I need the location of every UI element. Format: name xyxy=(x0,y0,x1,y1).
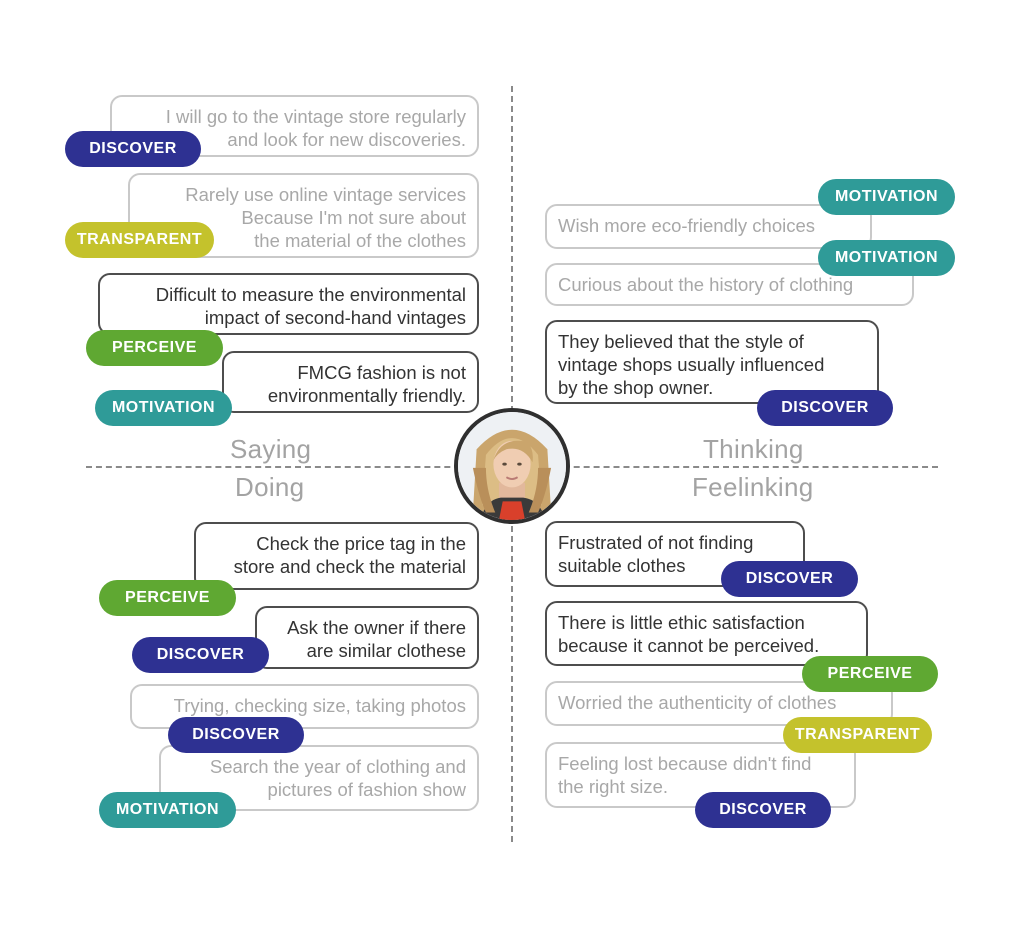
quadrant-label-doing: Doing xyxy=(235,472,305,502)
card-line: They believed that the style of xyxy=(558,331,804,352)
discover-tag: DISCOVER xyxy=(132,637,269,673)
card-line: because it cannot be perceived. xyxy=(558,635,820,656)
quadrant-label-saying: Saying xyxy=(230,434,312,464)
card-line: Check the price tag in the xyxy=(256,533,466,554)
perceive-tag: PERCEIVE xyxy=(99,580,236,616)
motivation-tag: MOTIVATION xyxy=(99,792,236,828)
discover-tag: DISCOVER xyxy=(721,561,858,597)
transparent-tag: TRANSPARENT xyxy=(783,717,932,753)
transparent-tag: TRANSPARENT xyxy=(65,222,214,258)
card-line: impact of second-hand vintages xyxy=(204,307,466,328)
card-line: Search the year of clothing and xyxy=(209,756,466,777)
card-line: the right size. xyxy=(558,776,669,797)
portrait-illustration xyxy=(458,412,566,520)
card-line: and look for new discoveries. xyxy=(227,129,466,150)
card-line: are similar clothese xyxy=(306,640,466,661)
person-avatar-icon xyxy=(454,408,570,524)
card-line: Frustrated of not finding xyxy=(558,532,754,553)
card-line: Curious about the history of clothing xyxy=(558,274,854,295)
card-line: Feeling lost because didn't find xyxy=(558,753,812,774)
card-line: the material of the clothes xyxy=(254,230,466,251)
feeling-card-2: There is little ethic satisfaction becau… xyxy=(545,601,868,666)
card-line: Wish more eco-friendly choices xyxy=(558,215,816,236)
quadrant-label-feeling: Feelinking xyxy=(692,472,814,502)
saying-card-4: FMCG fashion is not environmentally frie… xyxy=(222,351,479,413)
card-line: Ask the owner if there xyxy=(287,617,466,638)
discover-tag: DISCOVER xyxy=(757,390,893,426)
card-line: Difficult to measure the environmental xyxy=(155,284,466,305)
doing-card-2: Ask the owner if there are similar cloth… xyxy=(255,606,479,669)
quadrant-label-thinking: Thinking xyxy=(703,434,804,464)
card-line: by the shop owner. xyxy=(558,377,714,398)
thinking-card-2: Curious about the history of clothing xyxy=(545,263,914,306)
card-line: pictures of fashion show xyxy=(267,779,466,800)
motivation-tag: MOTIVATION xyxy=(818,179,955,215)
discover-tag: DISCOVER xyxy=(695,792,831,828)
card-line: environmentally friendly. xyxy=(267,385,466,406)
motivation-tag: MOTIVATION xyxy=(95,390,232,426)
card-line: suitable clothes xyxy=(558,555,686,576)
motivation-tag: MOTIVATION xyxy=(818,240,955,276)
discover-tag: DISCOVER xyxy=(168,717,304,753)
card-line: There is little ethic satisfaction xyxy=(558,612,805,633)
card-line: Worried the authenticity of clothes xyxy=(558,692,837,713)
perceive-tag: PERCEIVE xyxy=(86,330,223,366)
card-line: store and check the material xyxy=(233,556,466,577)
saying-card-2: Rarely use online vintage services Becau… xyxy=(128,173,479,258)
card-line: Rarely use online vintage services xyxy=(185,184,466,205)
saying-card-1: I will go to the vintage store regularly… xyxy=(110,95,479,157)
doing-card-1: Check the price tag in the store and che… xyxy=(194,522,479,590)
card-line: I will go to the vintage store regularly xyxy=(165,106,466,127)
perceive-tag: PERCEIVE xyxy=(802,656,938,692)
card-line: FMCG fashion is not xyxy=(297,362,466,383)
thinking-card-1: Wish more eco-friendly choices xyxy=(545,204,872,249)
saying-card-3: Difficult to measure the environmental i… xyxy=(98,273,479,335)
card-line: Because I'm not sure about xyxy=(241,207,466,228)
discover-tag: DISCOVER xyxy=(65,131,201,167)
card-line: vintage shops usually influenced xyxy=(558,354,825,375)
doing-card-3: Trying, checking size, taking photos xyxy=(130,684,479,729)
card-line: Trying, checking size, taking photos xyxy=(173,695,466,716)
